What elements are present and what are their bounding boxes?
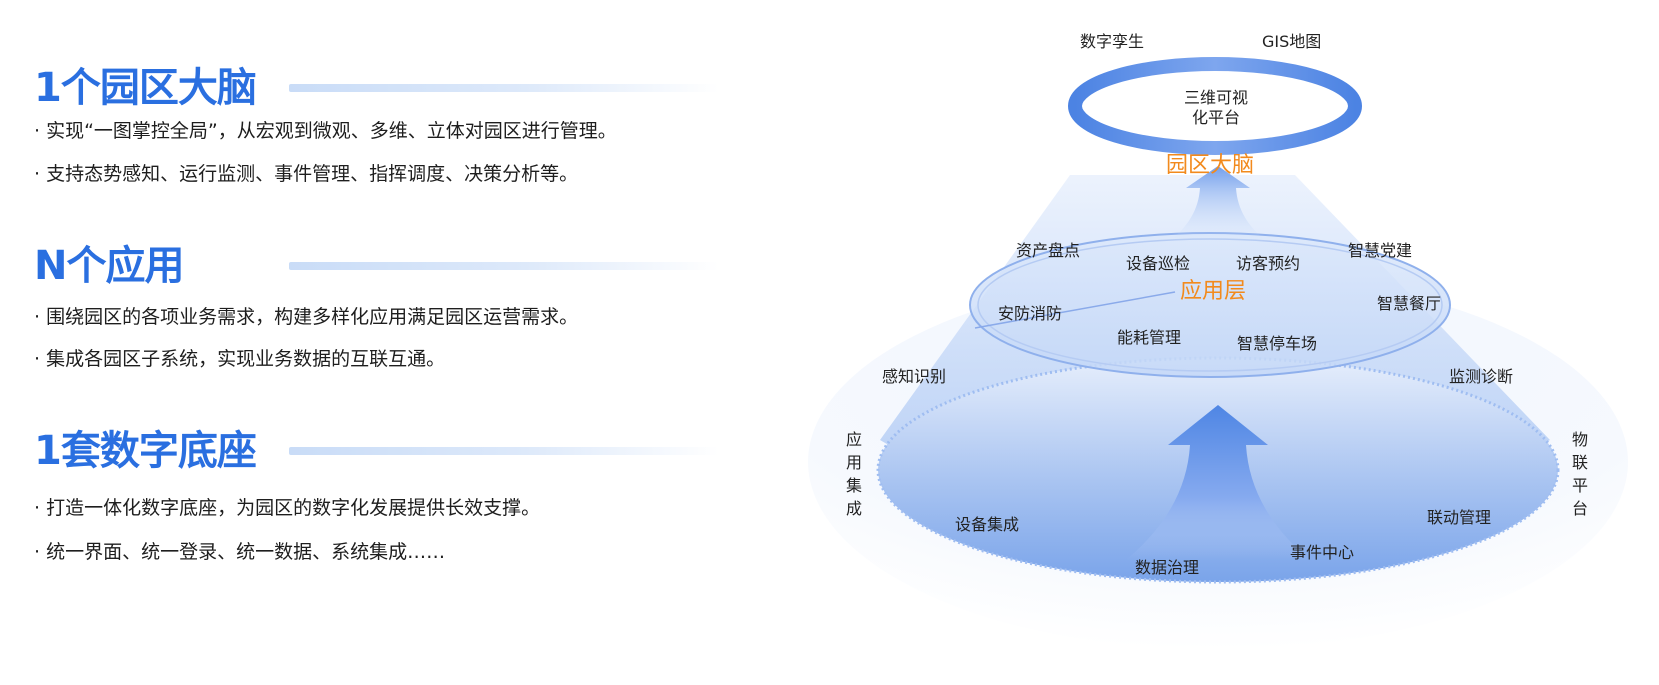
app-item-security-fire: 安防消防 xyxy=(998,304,1063,323)
app-layer-diagonal xyxy=(974,291,1176,329)
label-park-brain: 园区大脑 xyxy=(1166,153,1255,178)
bullet-text: · 实现“一图掌控全局”，从宏观到微观、多维、立体对园区进行管理。 xyxy=(34,120,617,142)
bullet-text: · 集成各园区子系统，实现业务数据的互联互通。 xyxy=(34,348,446,370)
section-title: 1套数字底座 xyxy=(34,428,257,474)
label-gis-map: GIS地图 xyxy=(1262,32,1322,51)
brain-arrow xyxy=(1168,166,1268,242)
label-app-layer: 应用层 xyxy=(1180,279,1247,304)
app-item-energy-management: 能耗管理 xyxy=(1117,328,1182,347)
app-item-asset-inventory: 资产盘点 xyxy=(1016,241,1081,260)
label-monitoring: 监测诊断 xyxy=(1449,367,1514,386)
label-app-integration: 应用集成 xyxy=(845,430,862,518)
label-perception: 感知识别 xyxy=(882,367,947,386)
section-divider xyxy=(289,84,719,92)
app-item-device-patrol: 设备巡检 xyxy=(1126,254,1191,273)
bullet-text: · 打造一体化数字底座，为园区的数字化发展提供长效支撑。 xyxy=(34,497,541,519)
section-divider xyxy=(289,262,719,270)
ring-label-line2: 化平台 xyxy=(1191,108,1240,127)
bullet-text: · 围绕园区的各项业务需求，构建多样化应用满足园区运营需求。 xyxy=(34,306,579,328)
app-item-smart-party: 智慧党建 xyxy=(1348,241,1413,260)
section-n-apps: N个应用 · 围绕园区的各项业务需求，构建多样化应用满足园区运营需求。 · 集成… xyxy=(34,238,754,370)
ring-label-line1: 三维可视 xyxy=(1183,88,1248,107)
section-divider xyxy=(289,447,719,455)
section-header: N个应用 xyxy=(34,238,754,294)
section-title: N个应用 xyxy=(34,243,184,289)
label-iot-platform: 物联平台 xyxy=(1571,430,1588,518)
visual-platform-ring xyxy=(1068,57,1362,155)
section-header: 1个园区大脑 xyxy=(34,60,754,116)
section-title: 1个园区大脑 xyxy=(34,65,257,111)
base-item-data-governance: 数据治理 xyxy=(1135,558,1200,577)
base-item-event-center: 事件中心 xyxy=(1290,543,1355,562)
section-digital-base: 1套数字底座 · 打造一体化数字底座，为园区的数字化发展提供长效支撑。 · 统一… xyxy=(34,423,754,563)
label-digital-twin: 数字孪生 xyxy=(1080,32,1145,51)
section-park-brain: 1个园区大脑 · 实现“一图掌控全局”，从宏观到微观、多维、立体对园区进行管理。… xyxy=(34,60,754,185)
base-arrow xyxy=(1126,405,1310,560)
bullet-text: · 统一界面、统一登录、统一数据、系统集成…… xyxy=(34,541,446,563)
base-item-device-integration: 设备集成 xyxy=(955,515,1020,534)
bullet-text: · 支持态势感知、运行监测、事件管理、指挥调度、决策分析等。 xyxy=(34,163,579,185)
app-item-smart-canteen: 智慧餐厅 xyxy=(1377,294,1442,313)
base-item-linkage-management: 联动管理 xyxy=(1427,508,1492,527)
app-item-visitor-booking: 访客预约 xyxy=(1236,254,1301,273)
app-item-smart-parking: 智慧停车场 xyxy=(1237,334,1318,353)
section-header: 1套数字底座 xyxy=(34,423,754,479)
